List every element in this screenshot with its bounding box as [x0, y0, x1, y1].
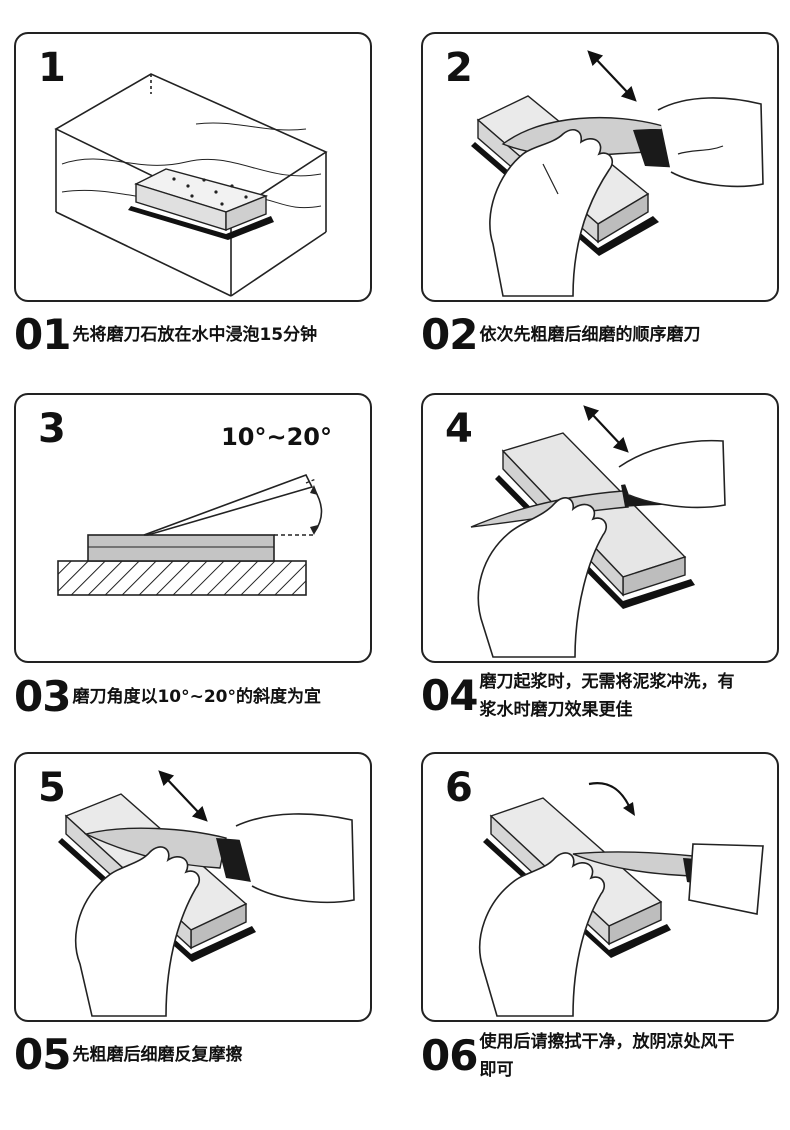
caption-text: 先粗磨后细磨反复摩擦: [72, 1041, 242, 1069]
step-4-caption: 04 磨刀起浆时，无需将泥浆冲洗，有浆水时磨刀效果更佳: [421, 668, 749, 724]
step-number: 5: [38, 768, 66, 808]
step-number: 3: [38, 409, 66, 449]
step-1-panel: 1: [14, 32, 372, 302]
step-3-panel: 3 10°~20°: [14, 393, 372, 663]
repeat-grinding-illustration: [16, 754, 370, 1020]
caption-number: 01: [14, 314, 70, 356]
step-5-caption: 05 先粗磨后细磨反复摩擦: [14, 1034, 242, 1076]
step-6-caption: 06 使用后请擦拭干净，放阴凉处风干即可: [421, 1028, 749, 1084]
step-number: 4: [445, 409, 473, 449]
step-2-panel: 2: [421, 32, 779, 302]
caption-number: 04: [421, 675, 477, 717]
angle-range-label: 10°~20°: [221, 423, 332, 451]
wipe-dry-illustration: [423, 754, 777, 1020]
slurry-illustration: [423, 395, 777, 661]
caption-text: 使用后请擦拭干净，放阴凉处风干即可: [479, 1028, 749, 1084]
soaking-stone-illustration: [16, 34, 370, 300]
caption-number: 06: [421, 1035, 477, 1077]
step-3-caption: 03 磨刀角度以10°~20°的斜度为宜: [14, 676, 321, 718]
step-1-caption: 01 先将磨刀石放在水中浸泡15分钟: [14, 314, 317, 356]
step-number: 2: [445, 48, 473, 88]
caption-text: 磨刀角度以10°~20°的斜度为宜: [72, 683, 321, 711]
caption-text: 依次先粗磨后细磨的顺序磨刀: [479, 321, 700, 349]
step-number: 1: [38, 48, 66, 88]
caption-text: 磨刀起浆时，无需将泥浆冲洗，有浆水时磨刀效果更佳: [479, 668, 749, 724]
step-6-panel: 6: [421, 752, 779, 1022]
caption-number: 05: [14, 1034, 70, 1076]
step-number: 6: [445, 768, 473, 808]
sharpening-illustration: [423, 34, 777, 300]
caption-text: 先将磨刀石放在水中浸泡15分钟: [72, 321, 317, 349]
caption-number: 03: [14, 676, 70, 718]
step-5-panel: 5: [14, 752, 372, 1022]
caption-number: 02: [421, 314, 477, 356]
step-4-panel: 4: [421, 393, 779, 663]
step-2-caption: 02 依次先粗磨后细磨的顺序磨刀: [421, 314, 700, 356]
